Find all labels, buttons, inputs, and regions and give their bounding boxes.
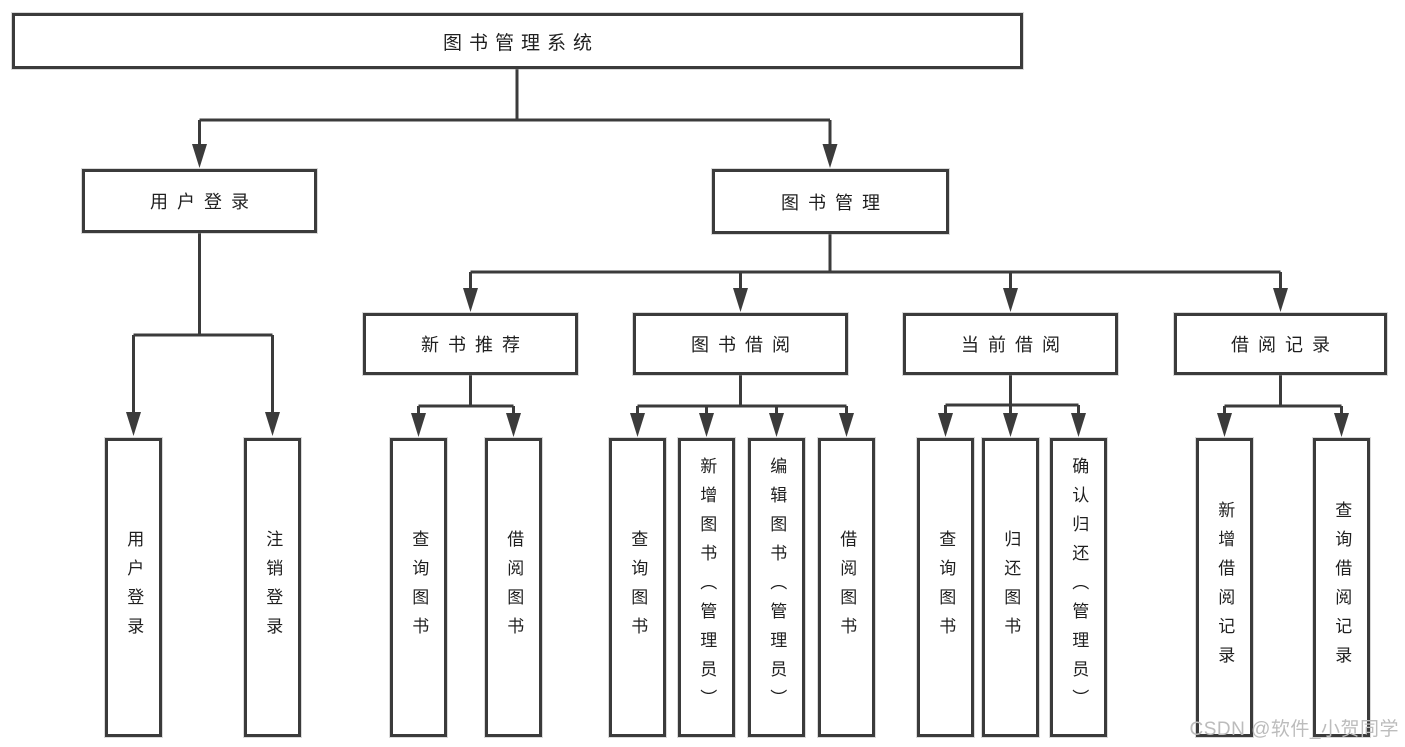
node-book-borrowing: 图书借阅 xyxy=(633,313,848,375)
leaf-label: 查询借阅记录 xyxy=(1332,500,1352,675)
leaf-label: 查询图书 xyxy=(409,529,429,646)
leaf-borrow-books: 借阅图书 xyxy=(818,438,875,737)
leaf-label: 借阅图书 xyxy=(837,529,857,646)
leaf-add-borrow-record: 新增借阅记录 xyxy=(1196,438,1253,737)
leaf-user-login: 用户登录 xyxy=(105,438,162,737)
node-book-management: 图书管理 xyxy=(712,169,949,234)
leaf-label: 新增图书（管理员） xyxy=(697,457,717,718)
leaf-label: 归还图书 xyxy=(1001,529,1021,646)
node-new-book-recommend: 新书推荐 xyxy=(363,313,578,375)
csdn-watermark: CSDN @软件_小贺同学 xyxy=(1189,719,1399,740)
leaf-label: 编辑图书（管理员） xyxy=(767,457,787,718)
leaf-label: 借阅图书 xyxy=(504,529,524,646)
leaf-label: 新增借阅记录 xyxy=(1215,500,1235,675)
leaf-label: 用户登录 xyxy=(124,529,144,646)
leaf-label: 查询图书 xyxy=(936,529,956,646)
leaf-add-books-admin: 新增图书（管理员） xyxy=(678,438,735,737)
leaf-confirm-return-admin: 确认归还（管理员） xyxy=(1050,438,1107,737)
leaf-label: 查询图书 xyxy=(628,529,648,646)
leaf-query-borrow-record: 查询借阅记录 xyxy=(1313,438,1370,737)
node-library-system-root: 图书管理系统 xyxy=(12,13,1023,69)
leaf-query-books-current: 查询图书 xyxy=(917,438,974,737)
node-current-borrowing: 当前借阅 xyxy=(903,313,1118,375)
leaf-logout: 注销登录 xyxy=(244,438,301,737)
node-borrowing-records: 借阅记录 xyxy=(1174,313,1387,375)
leaf-query-books-borrow: 查询图书 xyxy=(609,438,666,737)
node-user-login: 用户登录 xyxy=(82,169,317,233)
leaf-query-books-recommend: 查询图书 xyxy=(390,438,447,737)
leaf-edit-books-admin: 编辑图书（管理员） xyxy=(748,438,805,737)
leaf-return-books: 归还图书 xyxy=(982,438,1039,737)
leaf-label: 确认归还（管理员） xyxy=(1069,457,1089,718)
leaf-borrow-books-recommend: 借阅图书 xyxy=(485,438,542,737)
leaf-label: 注销登录 xyxy=(263,529,283,646)
